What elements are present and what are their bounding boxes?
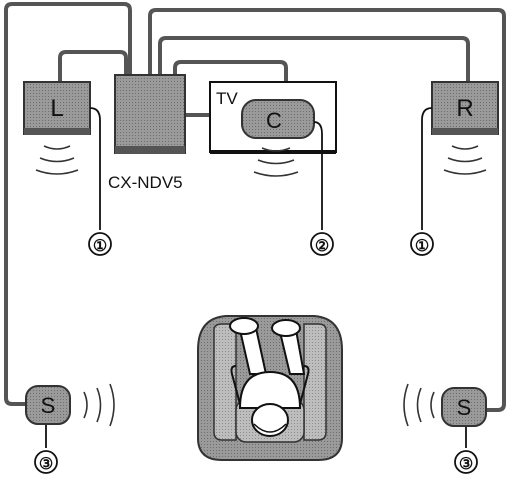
cable-front-left [58,50,128,84]
center-sound-waves [253,147,299,177]
listener-armchair [197,315,343,461]
surround-right-speaker: S [441,387,487,427]
front-left-speaker-label: L [50,95,63,122]
surround-right-speaker-label: S [457,395,472,420]
callout-left-front: ① [93,238,107,255]
front-right-speaker-label: R [456,95,473,122]
front-right-speaker: R [431,81,499,135]
listener-person [229,317,310,437]
sound-waves [35,145,487,427]
receiver-unit: CX-NDV5 [108,74,186,192]
callout-right-surround: ③ [459,456,473,473]
surround-right-sound-waves [403,383,435,427]
receiver-label: CX-NDV5 [108,173,183,192]
front-left-sound-waves [35,145,79,175]
callout-left-surround: ③ [39,456,53,473]
cable-front-right [158,36,470,84]
cable-surround-right [148,8,506,412]
center-speaker: C [241,99,315,139]
callout-right-front: ① [415,238,429,255]
surround-left-speaker-label: S [41,393,56,418]
front-right-sound-waves [443,145,487,175]
center-speaker-label: C [266,108,282,133]
cable-surround-left [4,2,132,406]
speaker-cables [4,2,506,412]
surround-left-speaker: S [25,385,71,425]
front-left-speaker: L [23,81,91,135]
callout-leaders [45,107,467,448]
callout-center: ② [315,238,329,255]
tv-label: TV [216,89,238,108]
callouts: ① ② ① ③ ③ [34,232,478,474]
cable-center [173,60,288,102]
surround-left-sound-waves [83,383,115,427]
